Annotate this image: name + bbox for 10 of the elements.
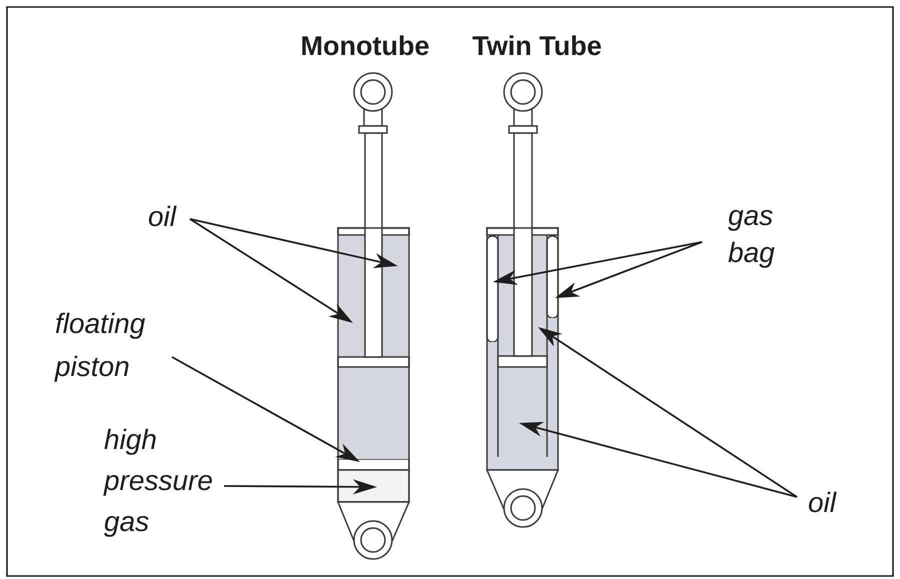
gas-bag [546,235,559,319]
heading: Monotube [302,35,429,56]
callout-text: high pressure gas [103,428,212,537]
floating-piston [337,458,410,471]
callout-text: oil [148,206,177,226]
gas-chamber [337,469,410,503]
callout-text: oil [808,492,837,512]
callout-text: gas bag [728,210,774,268]
callout-text: floating piston [54,312,146,382]
heading: Twin Tube [472,35,601,56]
